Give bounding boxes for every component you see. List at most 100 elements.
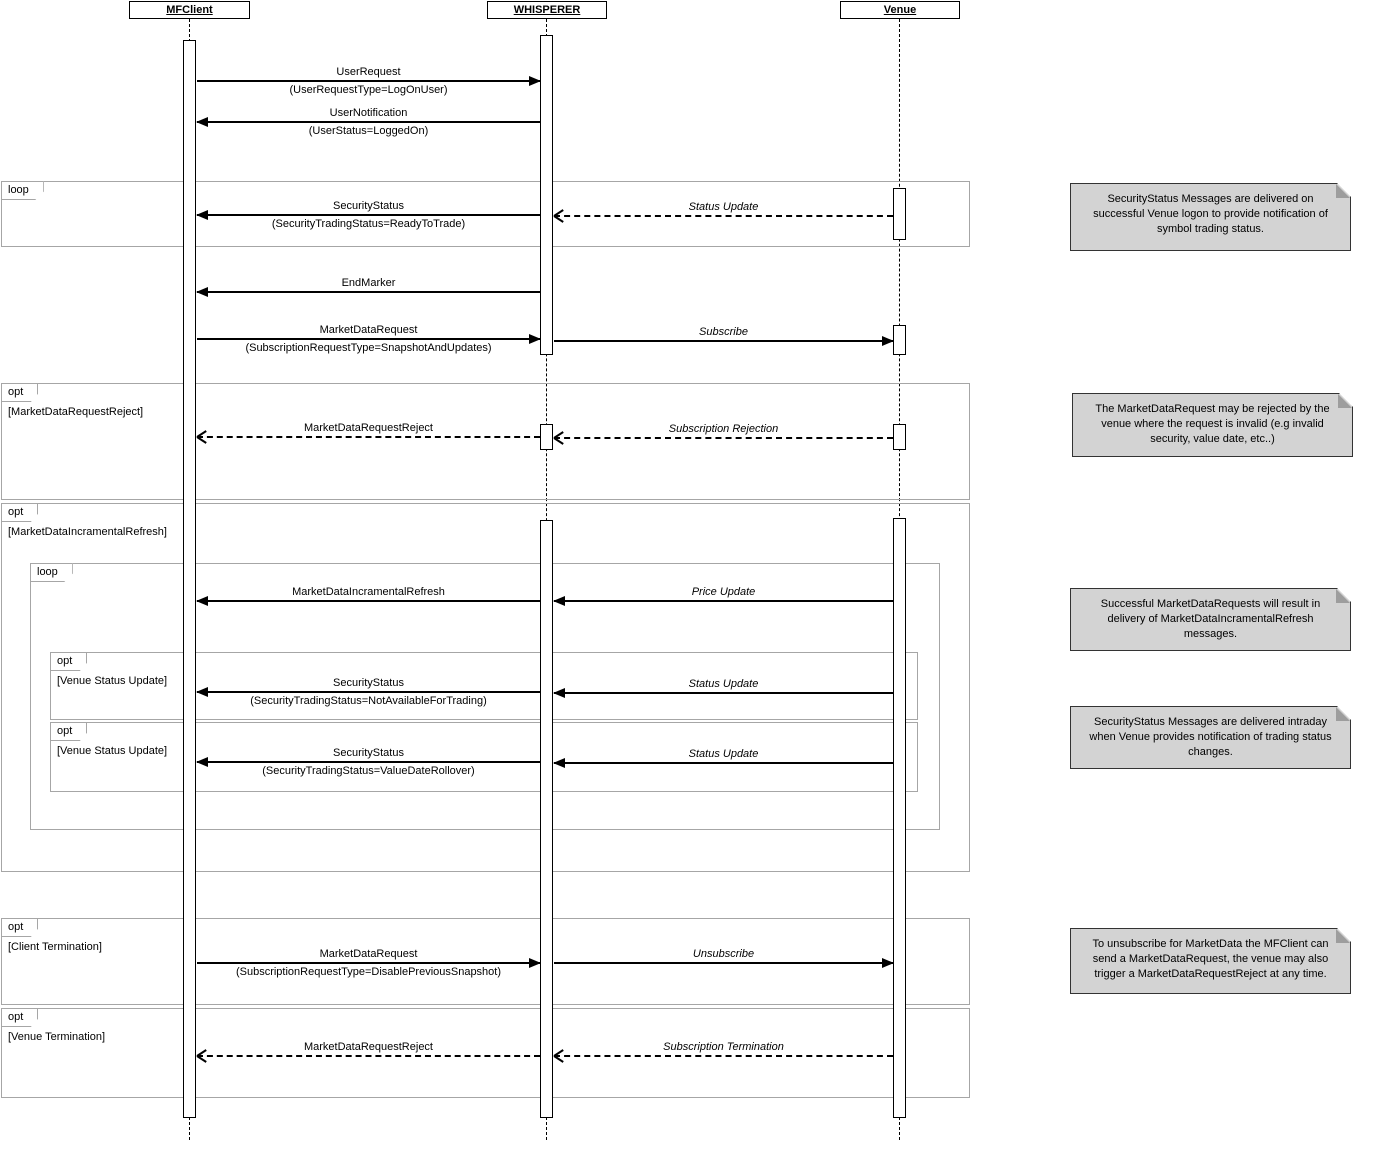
message-status-update-intraday-2: Status Update bbox=[553, 747, 893, 768]
message-label: MarketDataRequestReject bbox=[303, 422, 433, 434]
frame-guard: [Venue Status Update] bbox=[57, 745, 168, 757]
message-label: Status Update bbox=[688, 678, 759, 690]
frame-operator-label: opt bbox=[1, 383, 39, 402]
activation-whisperer-3 bbox=[540, 520, 553, 1118]
arrow-head-icon bbox=[553, 596, 565, 606]
arrow-head-icon bbox=[554, 1055, 566, 1057]
message-label: Subscription Termination bbox=[663, 1041, 784, 1053]
message-label: SecurityStatus bbox=[333, 200, 404, 212]
message-security-status-not-available: SecurityStatus (SecurityTradingStatus=No… bbox=[196, 676, 540, 708]
frame-guard: [MarketDataIncramentalRefresh] bbox=[8, 526, 167, 538]
note-logon-status: SecurityStatus Messages are delivered on… bbox=[1070, 183, 1351, 251]
actor-venue: Venue bbox=[840, 1, 960, 19]
message-label: UserNotification bbox=[329, 107, 408, 119]
arrow-head-icon bbox=[554, 437, 566, 439]
actor-mfclient: MFClient bbox=[129, 1, 250, 19]
arrow-head-icon bbox=[196, 287, 208, 297]
message-end-marker: EndMarker bbox=[196, 276, 540, 297]
message-label: UserRequest bbox=[336, 66, 401, 78]
arrow-head-icon bbox=[196, 596, 208, 606]
arrow-head-icon bbox=[196, 210, 208, 220]
frame-operator-label: loop bbox=[30, 563, 73, 582]
frame-operator-label: opt bbox=[1, 918, 39, 937]
arrow-head-icon bbox=[553, 688, 565, 698]
frame-operator-label: opt bbox=[50, 652, 88, 671]
arrow-head-icon bbox=[553, 758, 565, 768]
note-fold-icon bbox=[1338, 394, 1352, 408]
frame-opt-venue-status-1: opt [Venue Status Update] bbox=[50, 652, 918, 720]
frame-loop-refresh: loop bbox=[30, 563, 940, 830]
message-label: SecurityStatus bbox=[333, 747, 404, 759]
frame-loop-security-status: loop bbox=[1, 181, 970, 247]
message-label: Unsubscribe bbox=[692, 948, 755, 960]
frame-opt-client-termination: opt [Client Termination] bbox=[1, 918, 970, 1005]
message-subscribe: Subscribe bbox=[554, 325, 894, 346]
message-sublabel: (SecurityTradingStatus=NotAvailableForTr… bbox=[250, 695, 487, 707]
note-text: SecurityStatus Messages are delivered in… bbox=[1089, 716, 1332, 758]
arrow-head-icon bbox=[554, 215, 566, 217]
message-price-update: Price Update bbox=[553, 585, 893, 606]
message-label: Subscription Rejection bbox=[668, 423, 779, 435]
message-label: Price Update bbox=[691, 586, 756, 598]
message-market-data-request-unsubscribe: MarketDataRequest (SubscriptionRequestTy… bbox=[197, 947, 541, 979]
frame-operator-label: loop bbox=[1, 181, 44, 200]
message-sublabel: (SubscriptionRequestType=SnapshotAndUpda… bbox=[245, 342, 492, 354]
activation-mfclient bbox=[183, 40, 196, 1118]
message-user-notification: UserNotification (UserStatus=LoggedOn) bbox=[196, 106, 540, 138]
note-fold-icon bbox=[1336, 184, 1350, 198]
frame-guard: [MarketDataRequestReject] bbox=[8, 406, 144, 418]
message-subscription-rejection: Subscription Rejection bbox=[554, 422, 893, 440]
arrow-head-icon bbox=[196, 117, 208, 127]
message-market-data-request-subscribe: MarketDataRequest (SubscriptionRequestTy… bbox=[197, 323, 541, 355]
note-text: SecurityStatus Messages are delivered on… bbox=[1093, 193, 1328, 235]
message-label: MarketDataRequestReject bbox=[303, 1041, 433, 1053]
arrow-head-icon bbox=[197, 436, 209, 438]
frame-operator-label: opt bbox=[50, 722, 88, 741]
message-label: SecurityStatus bbox=[333, 677, 404, 689]
activation-venue-2 bbox=[893, 325, 906, 355]
note-text: The MarketDataRequest may be rejected by… bbox=[1095, 403, 1330, 445]
message-status-update-intraday-1: Status Update bbox=[553, 677, 893, 698]
arrow-head-icon bbox=[882, 336, 894, 346]
activation-whisperer-2 bbox=[540, 424, 553, 450]
message-label: EndMarker bbox=[341, 277, 396, 289]
message-label: MarketDataRequest bbox=[319, 324, 418, 336]
activation-venue-1 bbox=[893, 188, 906, 240]
frame-opt-mdi-refresh: opt [MarketDataIncramentalRefresh] bbox=[1, 503, 970, 872]
message-sublabel: (SecurityTradingStatus=ReadyToTrade) bbox=[271, 218, 466, 230]
frame-guard: [Venue Termination] bbox=[8, 1031, 106, 1043]
arrow-head-icon bbox=[196, 687, 208, 697]
note-text: To unsubscribe for MarketData the MFClie… bbox=[1092, 938, 1329, 980]
arrow-head-icon bbox=[882, 958, 894, 968]
note-intraday: SecurityStatus Messages are delivered in… bbox=[1070, 706, 1351, 769]
message-label: MarketDataIncramentalRefresh bbox=[292, 586, 445, 598]
arrow-head-icon bbox=[529, 76, 541, 86]
message-sublabel: (UserRequestType=LogOnUser) bbox=[289, 84, 448, 96]
frame-opt-mdr-reject: opt [MarketDataRequestReject] bbox=[1, 383, 970, 500]
message-market-data-incremental-refresh: MarketDataIncramentalRefresh bbox=[196, 585, 540, 606]
arrow-head-icon bbox=[197, 1055, 209, 1057]
frame-opt-venue-status-2: opt [Venue Status Update] bbox=[50, 722, 918, 792]
arrow-head-icon bbox=[529, 958, 541, 968]
frame-guard: [Client Termination] bbox=[8, 941, 102, 953]
activation-whisperer-1 bbox=[540, 35, 553, 355]
message-label: Status Update bbox=[688, 748, 759, 760]
note-fold-icon bbox=[1336, 929, 1350, 943]
message-security-status-value-date: SecurityStatus (SecurityTradingStatus=Va… bbox=[196, 746, 540, 778]
frame-opt-venue-termination: opt [Venue Termination] bbox=[1, 1008, 970, 1098]
activation-venue-3 bbox=[893, 424, 906, 450]
message-market-data-request-reject-2: MarketDataRequestReject bbox=[197, 1040, 540, 1058]
note-fold-icon bbox=[1336, 707, 1350, 721]
frame-guard: [Venue Status Update] bbox=[57, 675, 168, 687]
message-market-data-request-reject-1: MarketDataRequestReject bbox=[197, 421, 540, 439]
frame-operator-label: opt bbox=[1, 1008, 39, 1027]
message-security-status-ready: SecurityStatus (SecurityTradingStatus=Re… bbox=[196, 199, 540, 231]
message-sublabel: (SecurityTradingStatus=ValueDateRollover… bbox=[262, 765, 475, 777]
arrow-head-icon bbox=[196, 757, 208, 767]
actor-whisperer: WHISPERER bbox=[487, 1, 607, 19]
note-reject: The MarketDataRequest may be rejected by… bbox=[1072, 393, 1353, 457]
message-sublabel: (SubscriptionRequestType=DisablePrevious… bbox=[235, 966, 502, 978]
message-label: MarketDataRequest bbox=[319, 948, 418, 960]
message-label: Status Update bbox=[688, 201, 759, 213]
